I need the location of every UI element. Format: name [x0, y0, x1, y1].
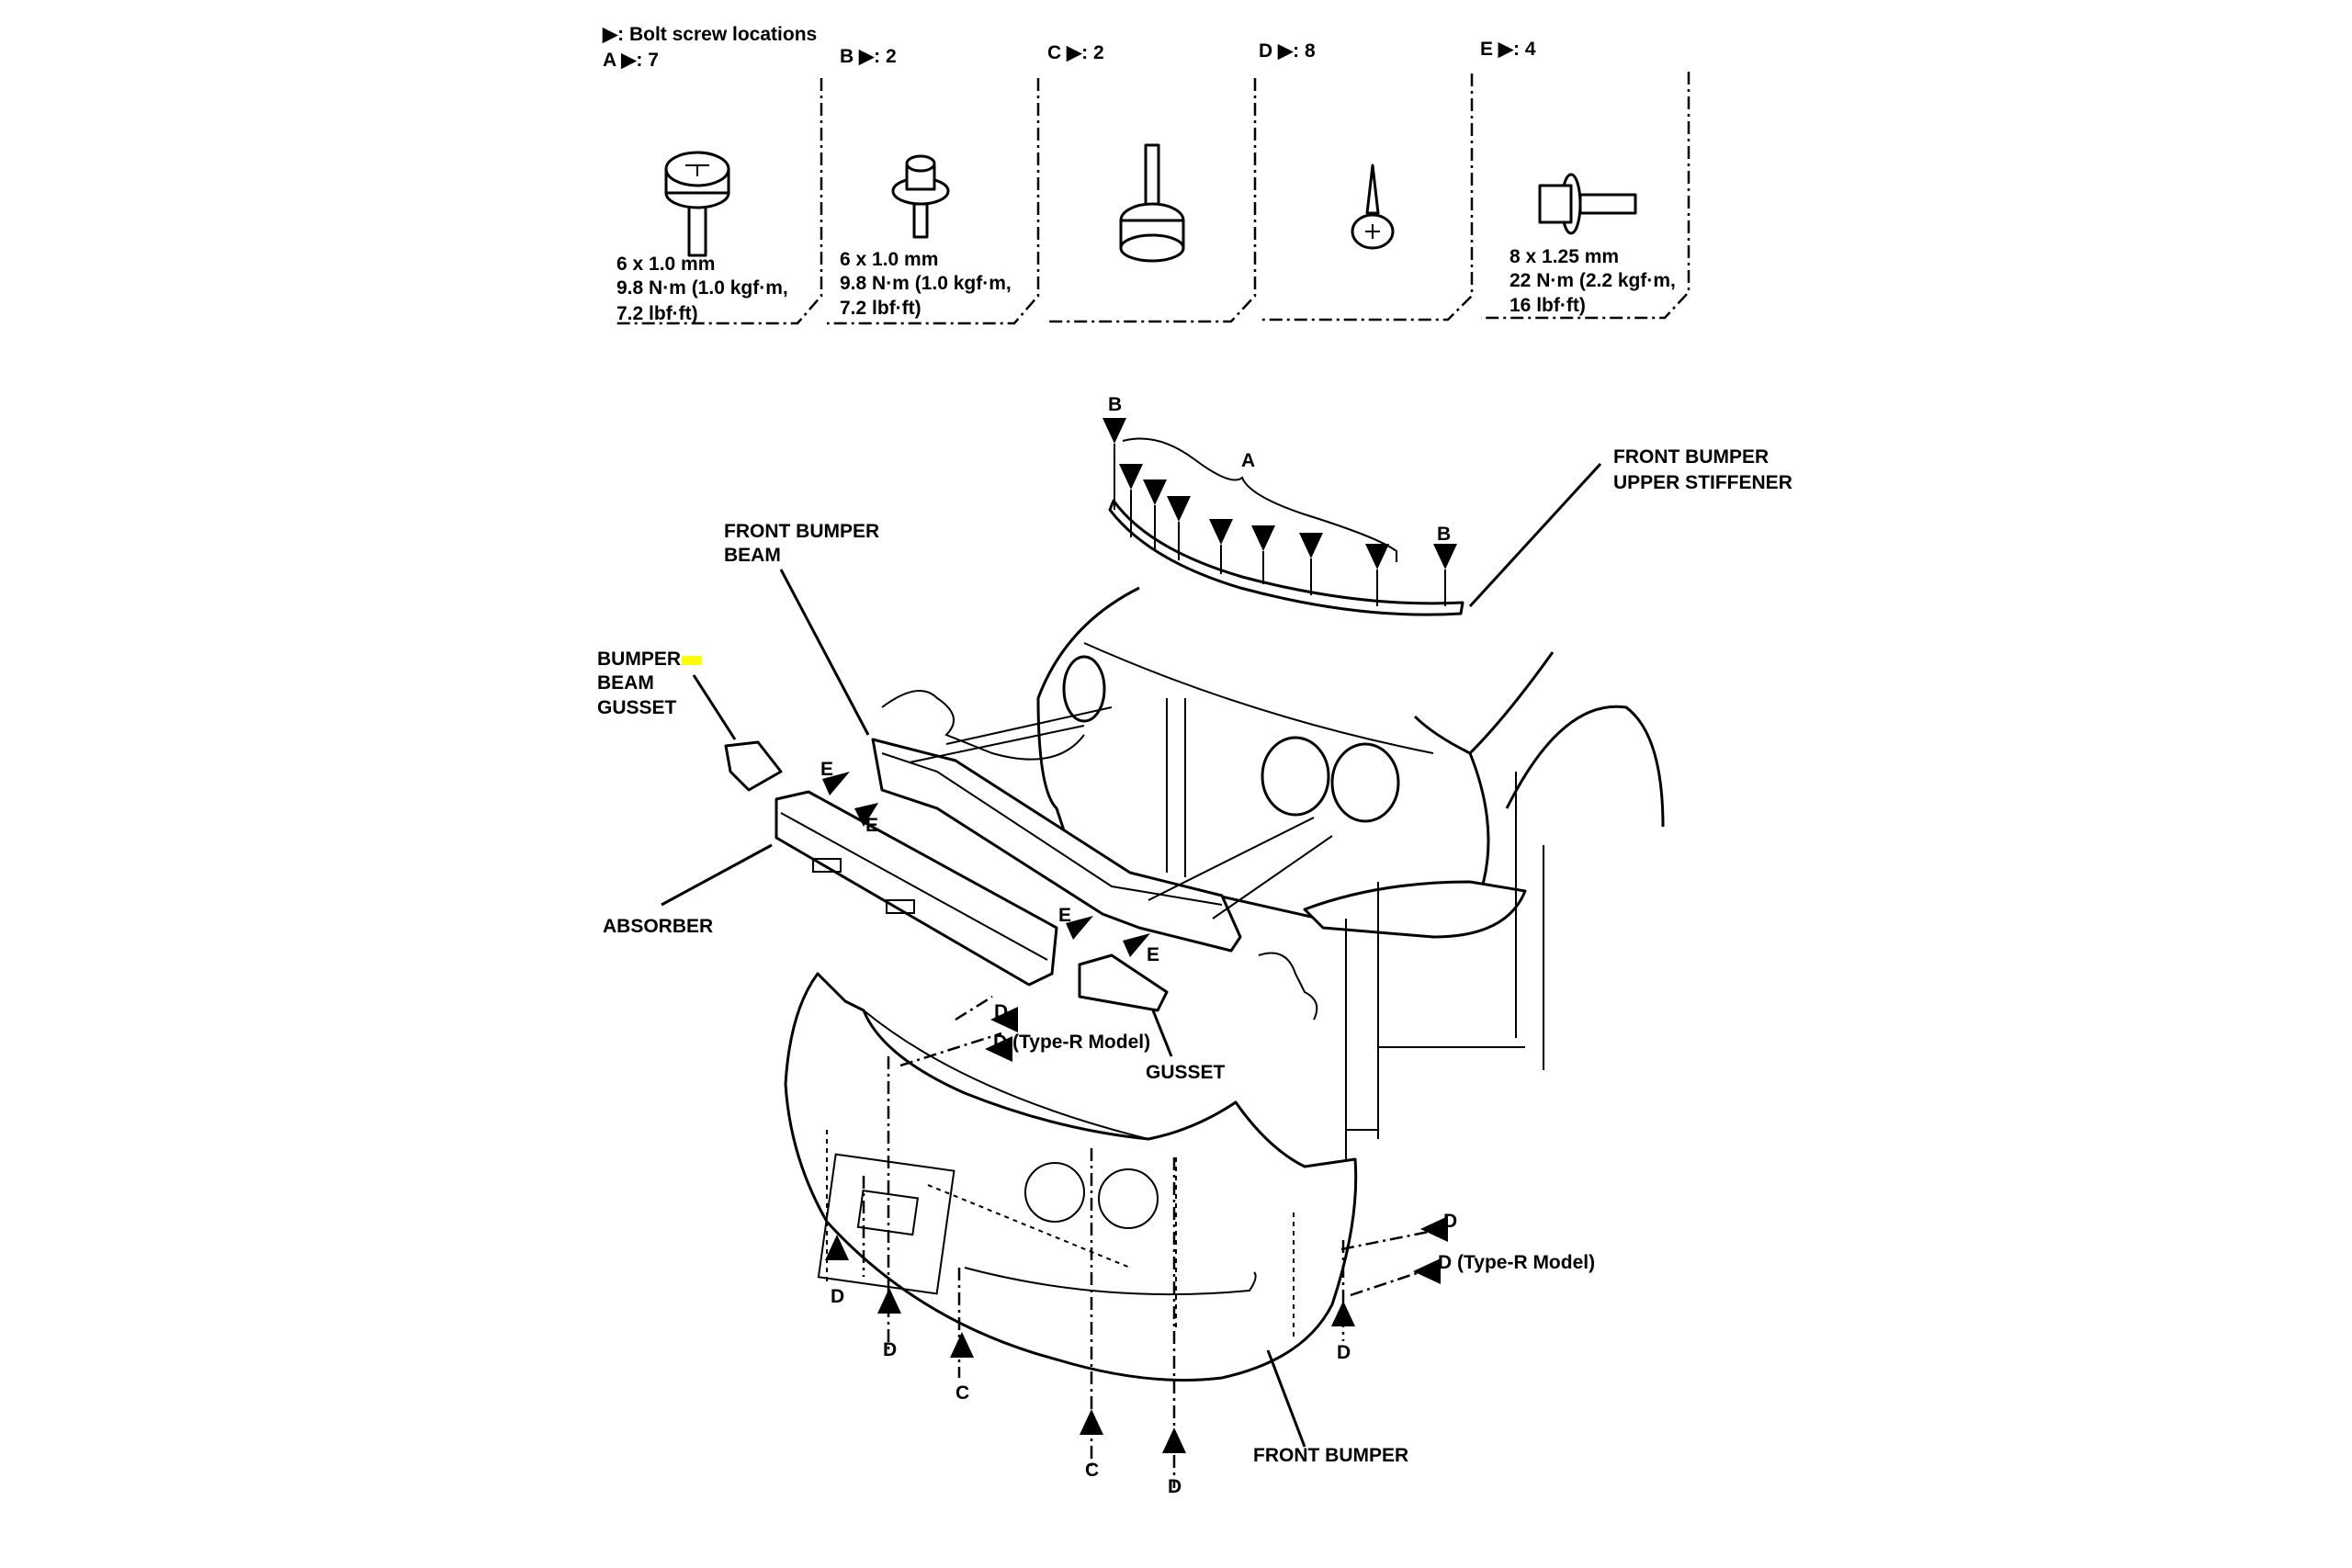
label-beam-gusset-2: BEAM [597, 672, 654, 694]
callout-d-right: D [1443, 1211, 1457, 1232]
washer-bolt-icon [891, 154, 950, 239]
label-beam-2: BEAM [724, 545, 781, 566]
panel-d-border [1261, 73, 1474, 321]
front-bumper [784, 972, 1434, 1488]
callout-b-left: B [1108, 394, 1122, 415]
callout-d-b1: D [831, 1286, 844, 1307]
spec-line: 9.8 N·m (1.0 kgf·m, [616, 277, 788, 299]
stiffener-bolt-markers [1102, 418, 1457, 606]
spec-line: 6 x 1.0 mm [616, 254, 715, 275]
flange-bolt-icon [1538, 173, 1637, 235]
callout-c-b1: C [956, 1382, 969, 1404]
bumper-beam-gusset [724, 740, 783, 792]
label-upper-stiffener-2: UPPER STIFFENER [1613, 472, 1792, 493]
front-bumper-leader-arrow [1266, 1349, 1306, 1448]
fastener-e-spec: 8 x 1.25 mm 22 N·m (2.2 kgf·m, 16 lbf·ft… [1510, 246, 1676, 316]
spec-line: 8 x 1.25 mm [1510, 246, 1619, 267]
absorber [661, 790, 1058, 987]
gusset [1078, 953, 1169, 1012]
label-beam-gusset-3: GUSSET [597, 697, 677, 718]
tapping-screw-icon [1351, 164, 1395, 250]
panel-e-border [1481, 72, 1690, 320]
callout-b-right: B [1437, 524, 1451, 545]
label-front-bumper: FRONT BUMPER [1253, 1445, 1408, 1466]
panel-a-border [614, 78, 823, 325]
callout-d-top-typer: D (Type-R Model) [993, 1032, 1150, 1053]
callout-d-b3: D [1168, 1476, 1182, 1497]
fastener-legend: ▶: Bolt screw locations A ▶: 7 B ▶: 2 C … [602, 24, 1690, 325]
legend-title: ▶: Bolt screw locations [602, 24, 817, 45]
callout-e4: E [1147, 944, 1159, 965]
panel-c-border [1047, 78, 1257, 323]
fastener-b-spec: 6 x 1.0 mm 9.8 N·m (1.0 kgf·m, 7.2 lbf·f… [840, 249, 1012, 319]
gusset-leader-arrow [1151, 1010, 1173, 1057]
fastener-b-code: B ▶: 2 [840, 46, 897, 67]
label-upper-stiffener-1: FRONT BUMPER [1613, 446, 1769, 468]
spec-line: 7.2 lbf·ft) [616, 303, 698, 324]
spec-line: 22 N·m (2.2 kgf·m, [1510, 270, 1676, 291]
callout-e3: E [1058, 905, 1071, 926]
spec-line: 6 x 1.0 mm [840, 249, 938, 270]
absorber-leader-arrow [661, 843, 773, 907]
body-front-frame [881, 586, 1665, 1162]
callout-d-right-typer: D (Type-R Model) [1438, 1252, 1595, 1273]
beam-leader-arrow [779, 569, 870, 736]
callout-a-group: A [1241, 450, 1255, 471]
callout-d-b2: D [883, 1339, 897, 1360]
fastener-c-code: C ▶: 2 [1047, 42, 1104, 63]
highlight-mark [682, 656, 702, 665]
label-beam-1: FRONT BUMPER [724, 521, 879, 542]
label-absorber: ABSORBER [603, 916, 713, 937]
callout-d-top: D [994, 1001, 1008, 1022]
pan-head-screw-icon [664, 151, 730, 257]
spec-line: 16 lbf·ft) [1510, 295, 1586, 316]
panel-b-border [827, 78, 1040, 325]
spec-line: 9.8 N·m (1.0 kgf·m, [840, 273, 1012, 294]
callout-e1: E [820, 759, 833, 780]
front-bumper-beam [779, 569, 1333, 953]
label-gusset: GUSSET [1146, 1062, 1226, 1083]
stiffener-leader-arrow [1468, 462, 1602, 608]
beam-gusset-leader-arrow [692, 674, 737, 740]
callout-e2: E [865, 815, 878, 836]
fastener-e-code: E ▶: 4 [1480, 39, 1536, 60]
self-tapping-hex-screw-icon [1119, 143, 1185, 263]
callout-c-b2: C [1085, 1460, 1099, 1481]
callout-d-b4: D [1337, 1342, 1351, 1363]
fastener-d-code: D ▶: 8 [1259, 40, 1316, 62]
fastener-a-spec: 6 x 1.0 mm 9.8 N·m (1.0 kgf·m, 7.2 lbf·f… [616, 254, 788, 324]
spec-line: 7.2 lbf·ft) [840, 298, 922, 319]
upper-stiffener [1102, 418, 1602, 616]
label-beam-gusset-1: BUMPER [597, 649, 681, 670]
fastener-a-code: A ▶: 7 [603, 50, 659, 71]
